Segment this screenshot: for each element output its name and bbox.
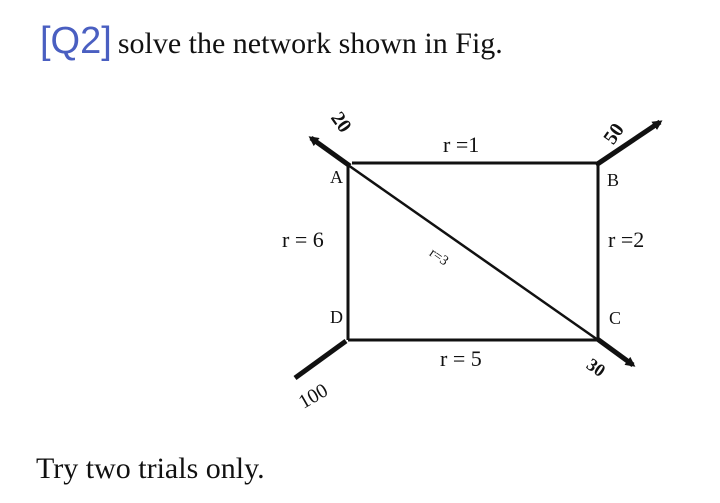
question-heading: [Q2]solve the network shown in Fig. (40, 20, 503, 63)
flow-arrow-d (293, 338, 348, 381)
node-label-c: C (609, 308, 621, 328)
flow-arrow-a (308, 135, 352, 169)
node-label-b: B (607, 170, 619, 190)
branch-label-cd: r = 5 (440, 346, 482, 371)
branch-label-ac: r=3 (426, 246, 451, 270)
flow-label-c: 30 (583, 354, 609, 381)
instruction-text: Try two trials only. (36, 452, 265, 485)
flow-label-a: 20 (326, 108, 355, 137)
branch-label-bc: r =2 (608, 227, 644, 252)
branch-label-da: r = 6 (282, 227, 324, 252)
branch-label-ab: r =1 (443, 132, 479, 157)
flow-arrow-c (594, 335, 636, 368)
node-label-a: A (330, 167, 343, 187)
flow-arrow-b (594, 119, 663, 168)
node-label-d: D (330, 307, 343, 327)
branch-ac (347, 163, 599, 342)
question-text: solve the network shown in Fig. (117, 27, 503, 60)
flow-label-d: 100 (295, 379, 332, 413)
question-number: [Q2] (40, 20, 112, 62)
